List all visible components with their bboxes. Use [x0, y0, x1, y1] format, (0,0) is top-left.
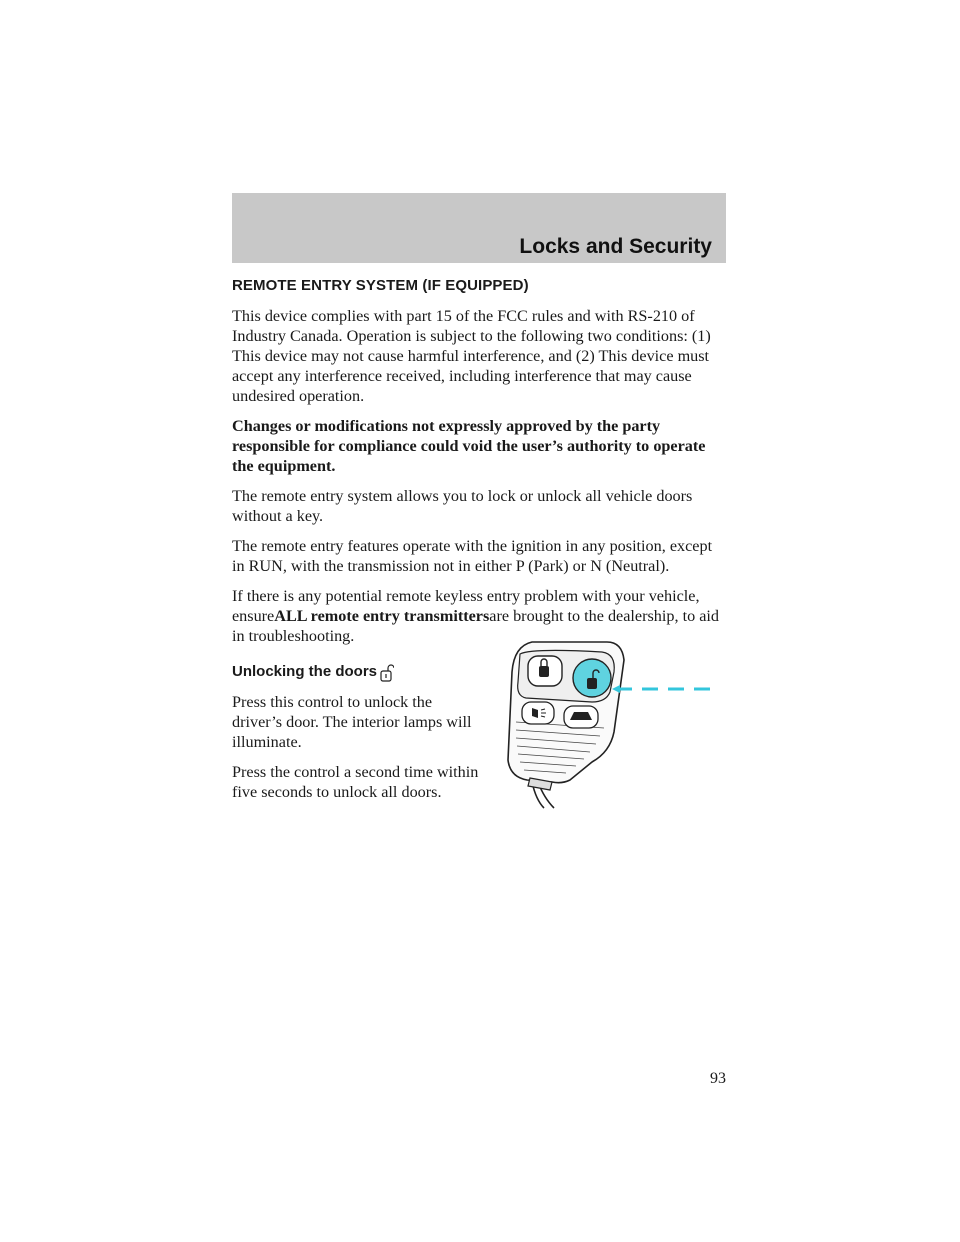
remote-transmitter-fob — [507, 641, 712, 809]
lock-icon — [539, 666, 549, 677]
unlock-button-icon — [587, 678, 597, 689]
fcc-paragraph: This device complies with part 15 of the… — [232, 307, 711, 405]
troubleshooting-text-bold: ALL remote entry transmitters — [274, 607, 490, 625]
unlocking-heading-text: Unlocking the doors — [232, 663, 378, 680]
page-content: REMOTE ENTRY SYSTEM (IF EQUIPPED) This d… — [232, 276, 726, 812]
page-number: 93 — [710, 1070, 726, 1087]
unlocking-heading: Unlocking the doors — [232, 662, 726, 682]
ignition-paragraph: The remote entry features operate with t… — [232, 537, 713, 575]
troubleshooting-text-end: are brought to the dealership, to aid in… — [232, 607, 719, 645]
unlock-icon — [380, 664, 395, 682]
troubleshooting-text-start: If there is any potential remote keyless… — [232, 587, 700, 625]
unlock-step-1: Press this control to unlock the driver’… — [232, 693, 472, 751]
lock-unlock-paragraph: The remote entry system allows you to lo… — [232, 487, 693, 525]
section-title: Locks and Security — [519, 235, 712, 258]
troubleshooting-paragraph: If there is any potential remote keyless… — [232, 586, 726, 646]
remote-entry-heading: REMOTE ENTRY SYSTEM (IF EQUIPPED) — [232, 277, 529, 294]
header-band: Locks and Security — [232, 193, 726, 263]
unlock-step-2: Press the control a second time within f… — [232, 763, 479, 801]
warning-paragraph: Changes or modifications not expressly a… — [232, 417, 706, 475]
